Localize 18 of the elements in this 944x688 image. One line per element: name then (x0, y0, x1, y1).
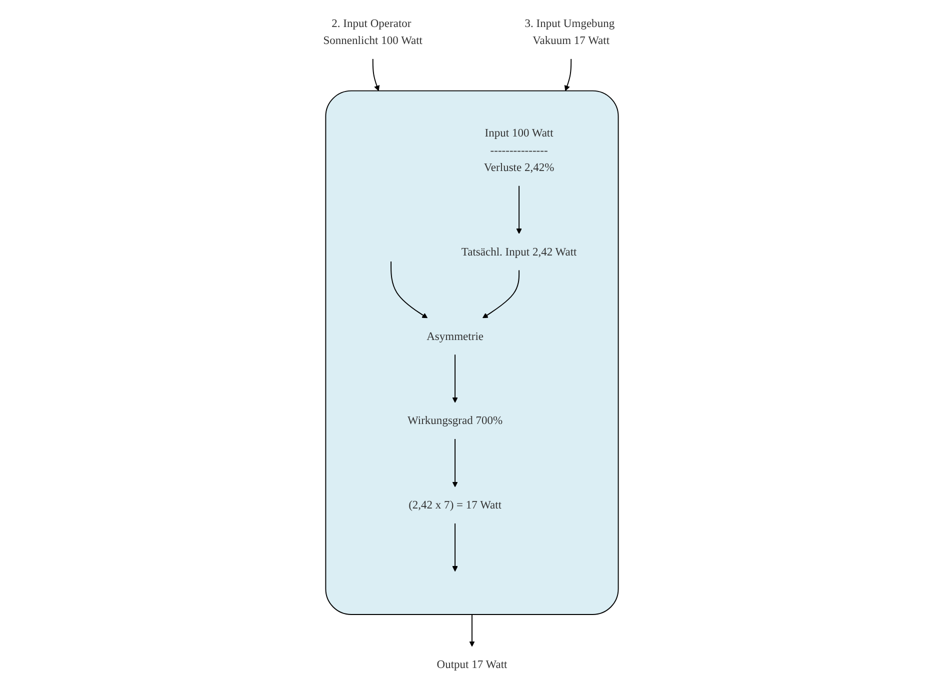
arrow (390, 261, 428, 318)
arrow (452, 438, 458, 488)
arrow (516, 185, 522, 234)
arrow (452, 354, 458, 403)
node-text: Wirkungsgrad 700% (407, 414, 503, 427)
node-text: Tatsächl. Input 2,42 Watt (461, 245, 577, 258)
node-text: 2. Input Operator Sonnenlicht 100 Watt (323, 16, 423, 47)
node-text: 3. Input Umgebung Vakuum 17 Watt (524, 16, 615, 47)
node-text: Output 17 Watt (436, 658, 508, 671)
node-text: (2,42 x 7) = 17 Watt (408, 498, 502, 512)
arrow (469, 614, 475, 647)
node-text: Asymmetrie (426, 330, 484, 342)
cluster (325, 90, 619, 615)
arrow (372, 58, 380, 92)
arrow (564, 58, 572, 92)
arrow (482, 270, 520, 318)
arrow (452, 522, 458, 572)
node-text: Input 100 Watt --------------- Verluste 2,42% (484, 126, 554, 174)
